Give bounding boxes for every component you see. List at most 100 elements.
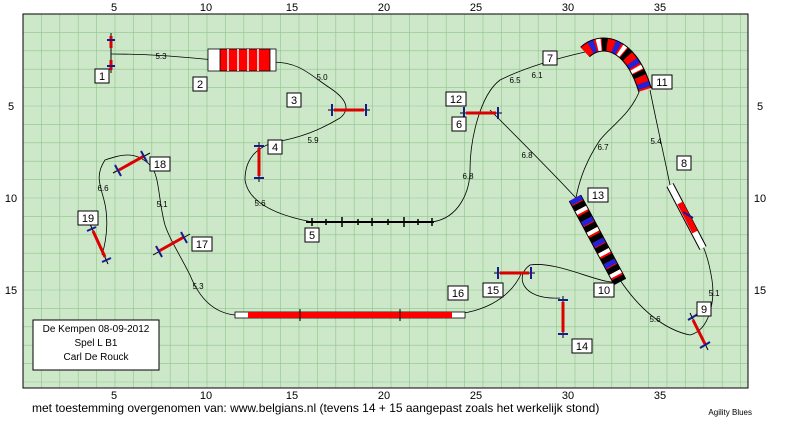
number-label-14: 14 xyxy=(571,338,593,354)
axis-bottom-10: 10 xyxy=(200,390,212,402)
svg-text:1: 1 xyxy=(99,71,105,83)
number-label-7: 7 xyxy=(542,50,558,66)
footer-text: met toestemming overgenomen van: www.bel… xyxy=(32,401,599,415)
obstacle-3 xyxy=(328,104,370,116)
svg-text:12: 12 xyxy=(450,94,462,106)
obstacle-15 xyxy=(494,267,535,279)
svg-text:3: 3 xyxy=(291,95,297,107)
obstacle-1 xyxy=(107,33,115,73)
distance-11-8: 5.4 xyxy=(650,137,662,146)
svg-text:14: 14 xyxy=(576,341,588,353)
axis-labels: 5 10 15 20 25 30 35 5 10 15 20 25 30 35 … xyxy=(5,2,766,402)
axis-left-10: 10 xyxy=(5,193,17,205)
distance-8-9: 5.1 xyxy=(708,289,720,298)
obstacle-6-12 xyxy=(460,107,502,119)
obstacle-10-13-tunnel xyxy=(568,194,627,286)
distance-9-10: 5.6 xyxy=(649,315,661,324)
svg-text:10: 10 xyxy=(598,285,610,297)
distance-6-7b: 6.1 xyxy=(531,71,543,80)
distance-11-13: 6.7 xyxy=(597,143,609,152)
svg-text:19: 19 xyxy=(82,213,94,225)
svg-text:15: 15 xyxy=(487,285,499,297)
field-border xyxy=(22,13,749,389)
number-label-19: 19 xyxy=(77,210,99,226)
svg-text:4: 4 xyxy=(272,142,278,154)
obstacle-8 xyxy=(666,183,707,250)
info-line-1: De Kempen 08-09-2012 xyxy=(43,324,150,335)
distance-16-17: 5.3 xyxy=(192,282,204,291)
svg-text:8: 8 xyxy=(681,158,687,170)
obstacle-16 xyxy=(234,309,466,321)
distance-6-7: 6.5 xyxy=(509,76,521,85)
obstacle-9 xyxy=(687,312,711,351)
obstacle-19 xyxy=(86,223,112,265)
axis-bottom-15: 15 xyxy=(286,390,298,402)
axis-right-15: 15 xyxy=(754,285,766,297)
number-labels: 1 2 3 4 5 6 7 8 9 10 11 12 13 14 15 16 1… xyxy=(77,50,712,354)
obstacle-5-dogwalk xyxy=(306,217,434,227)
distance-17-18: 6.6 xyxy=(97,184,109,193)
axis-bottom-25: 25 xyxy=(470,390,482,402)
axis-top-30: 30 xyxy=(562,2,574,14)
obstacle-17 xyxy=(152,231,191,258)
number-label-2: 2 xyxy=(192,76,208,92)
axis-top-5: 5 xyxy=(111,2,117,14)
number-label-6: 6 xyxy=(451,116,467,132)
credit-text: Agility Blues xyxy=(708,408,752,417)
number-label-13: 13 xyxy=(587,187,609,203)
axis-bottom-20: 20 xyxy=(378,390,390,402)
obstacle-4 xyxy=(254,142,264,182)
distance-labels: 5.3 5.0 5.9 5.6 6.6 5.1 5.3 6.8 6.5 6.1 … xyxy=(97,52,720,324)
axis-top-35: 35 xyxy=(654,2,666,14)
axis-bottom-35: 35 xyxy=(654,390,666,402)
number-label-4: 4 xyxy=(267,139,283,155)
axis-top-10: 10 xyxy=(200,2,212,14)
svg-text:11: 11 xyxy=(656,77,667,89)
svg-text:5: 5 xyxy=(309,230,315,242)
distance-5-6: 6.8 xyxy=(462,172,474,181)
obstacle-7-11-tunnel xyxy=(580,37,652,93)
distance-12-13: 6.8 xyxy=(521,151,533,160)
number-label-3: 3 xyxy=(286,92,302,108)
info-line-3: Carl De Rouck xyxy=(63,352,129,363)
info-box: De Kempen 08-09-2012 Spel L B1 Carl De R… xyxy=(32,319,160,371)
number-label-15: 15 xyxy=(482,282,504,298)
axis-top-20: 20 xyxy=(378,2,390,14)
svg-text:9: 9 xyxy=(701,304,707,316)
svg-text:17: 17 xyxy=(196,239,208,251)
svg-text:18: 18 xyxy=(154,159,166,171)
obstacle-2-tunnel xyxy=(207,48,277,72)
distance-2-3: 5.0 xyxy=(316,73,328,82)
number-label-8: 8 xyxy=(676,155,692,171)
info-line-2: Spel L B1 xyxy=(75,338,118,349)
number-label-10: 10 xyxy=(593,282,615,298)
number-label-16: 16 xyxy=(447,285,469,301)
axis-bottom-5: 5 xyxy=(111,390,117,402)
number-label-1: 1 xyxy=(94,68,110,84)
obstacle-18 xyxy=(112,150,151,177)
distance-4-5: 5.6 xyxy=(254,199,266,208)
axis-left-5: 5 xyxy=(8,101,14,113)
axis-top-25: 25 xyxy=(470,2,482,14)
distance-3-4: 5.9 xyxy=(307,136,319,145)
axis-top-15: 15 xyxy=(286,2,298,14)
svg-text:16: 16 xyxy=(452,288,464,300)
number-label-17: 17 xyxy=(191,236,213,252)
svg-text:6: 6 xyxy=(456,119,462,131)
axis-bottom-30: 30 xyxy=(562,390,574,402)
number-label-11: 11 xyxy=(651,74,673,90)
number-label-18: 18 xyxy=(149,156,171,172)
axis-right-10: 10 xyxy=(754,193,766,205)
obstacle-14 xyxy=(558,296,568,338)
axis-right-5: 5 xyxy=(757,101,763,113)
svg-text:13: 13 xyxy=(592,190,604,202)
number-label-12: 12 xyxy=(445,91,467,107)
distance-1-2: 5.3 xyxy=(155,52,167,61)
distance-18-17: 5.1 xyxy=(156,200,168,209)
number-label-5: 5 xyxy=(304,227,320,243)
axis-left-15: 15 xyxy=(5,285,17,297)
svg-text:2: 2 xyxy=(197,79,203,91)
number-label-9: 9 xyxy=(696,301,712,317)
